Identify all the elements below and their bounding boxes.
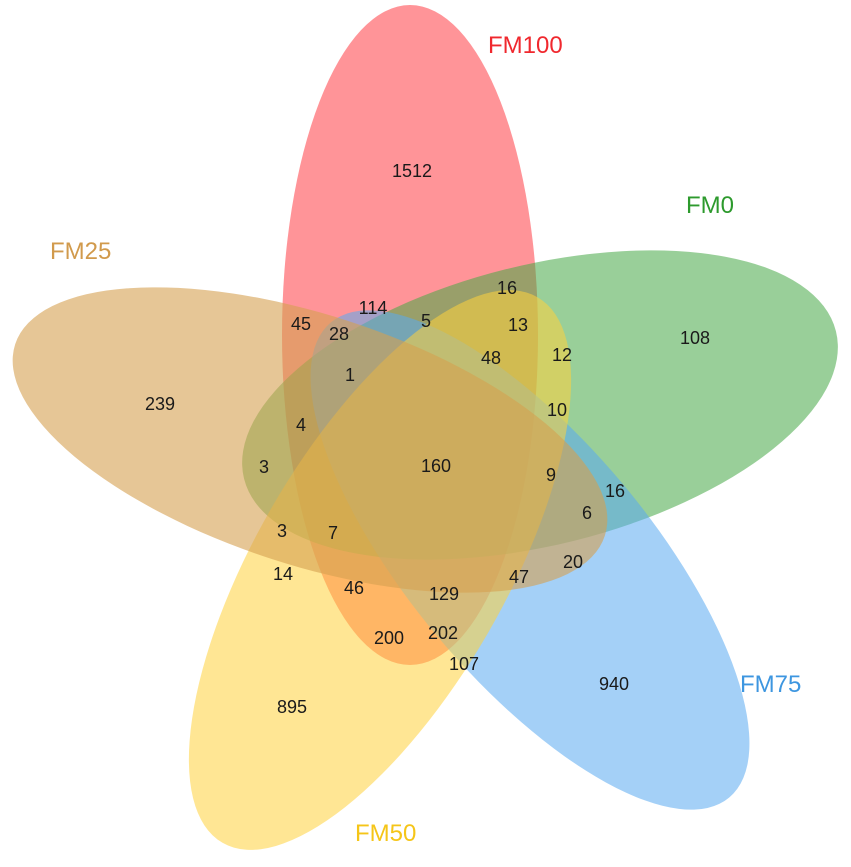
region-count: 160 (421, 456, 451, 476)
region-count: 940 (599, 674, 629, 694)
region-count: 28 (329, 324, 349, 344)
region-count: 200 (374, 628, 404, 648)
region-count: 14 (273, 564, 293, 584)
region-count: 6 (582, 503, 592, 523)
region-count: 1 (345, 365, 355, 385)
region-count: 4 (296, 415, 306, 435)
region-count: 16 (497, 278, 517, 298)
region-count: 5 (421, 311, 431, 331)
set-label-fm50: FM50 (355, 820, 416, 847)
region-count: 114 (359, 298, 388, 318)
region-count: 46 (344, 578, 364, 598)
region-count: 16 (605, 481, 625, 501)
region-count: 7 (328, 523, 338, 543)
region-count: 10 (547, 400, 567, 420)
region-count: 3 (277, 521, 287, 541)
region-count: 1512 (392, 161, 432, 181)
region-count: 107 (449, 654, 479, 674)
region-count: 13 (508, 315, 528, 335)
region-count: 12 (552, 345, 572, 365)
set-label-fm0: FM0 (686, 192, 734, 219)
set-label-fm25: FM25 (50, 238, 111, 265)
region-count: 20 (563, 552, 583, 572)
set-ellipse-fm25 (12, 287, 608, 593)
set-label-fm100: FM100 (488, 32, 563, 59)
set-label-fm75: FM75 (740, 671, 801, 698)
region-count: 9 (546, 465, 556, 485)
region-count: 895 (277, 697, 307, 717)
region-count: 202 (428, 623, 458, 643)
region-count: 108 (680, 328, 710, 348)
region-count: 239 (145, 394, 175, 414)
region-count: 47 (509, 567, 529, 587)
region-count: 48 (481, 348, 501, 368)
region-count: 129 (429, 584, 459, 604)
region-count: 3 (259, 457, 269, 477)
region-count: 45 (291, 314, 311, 334)
